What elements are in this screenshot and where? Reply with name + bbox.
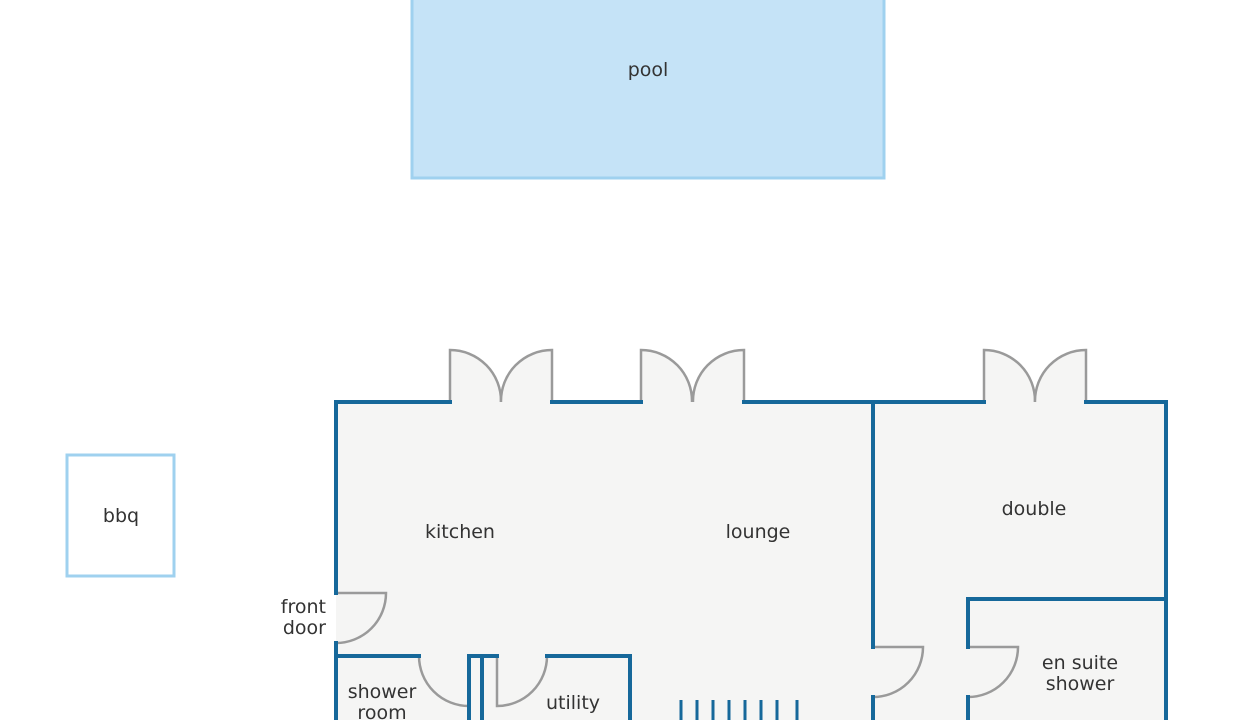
en-suite-label-line2: shower xyxy=(1046,673,1115,695)
bbq-label: bbq xyxy=(103,505,139,527)
bbq xyxy=(65,453,176,578)
double-label: double xyxy=(1002,498,1067,520)
pool-label: pool xyxy=(628,59,669,81)
front-door-label-line2: door xyxy=(283,617,326,639)
shower-room-label-line1: shower xyxy=(348,681,417,703)
walls xyxy=(334,400,1168,720)
lounge-label: lounge xyxy=(726,521,791,543)
front-door-label-line1: front xyxy=(281,596,326,618)
door-swings xyxy=(335,348,1088,708)
pool xyxy=(410,0,886,180)
utility-label: utility xyxy=(546,692,600,714)
shower-room-label-line2: room xyxy=(357,702,406,720)
en-suite-label-line1: en suite xyxy=(1042,652,1118,674)
stairs xyxy=(679,700,799,720)
kitchen-label: kitchen xyxy=(425,521,495,543)
